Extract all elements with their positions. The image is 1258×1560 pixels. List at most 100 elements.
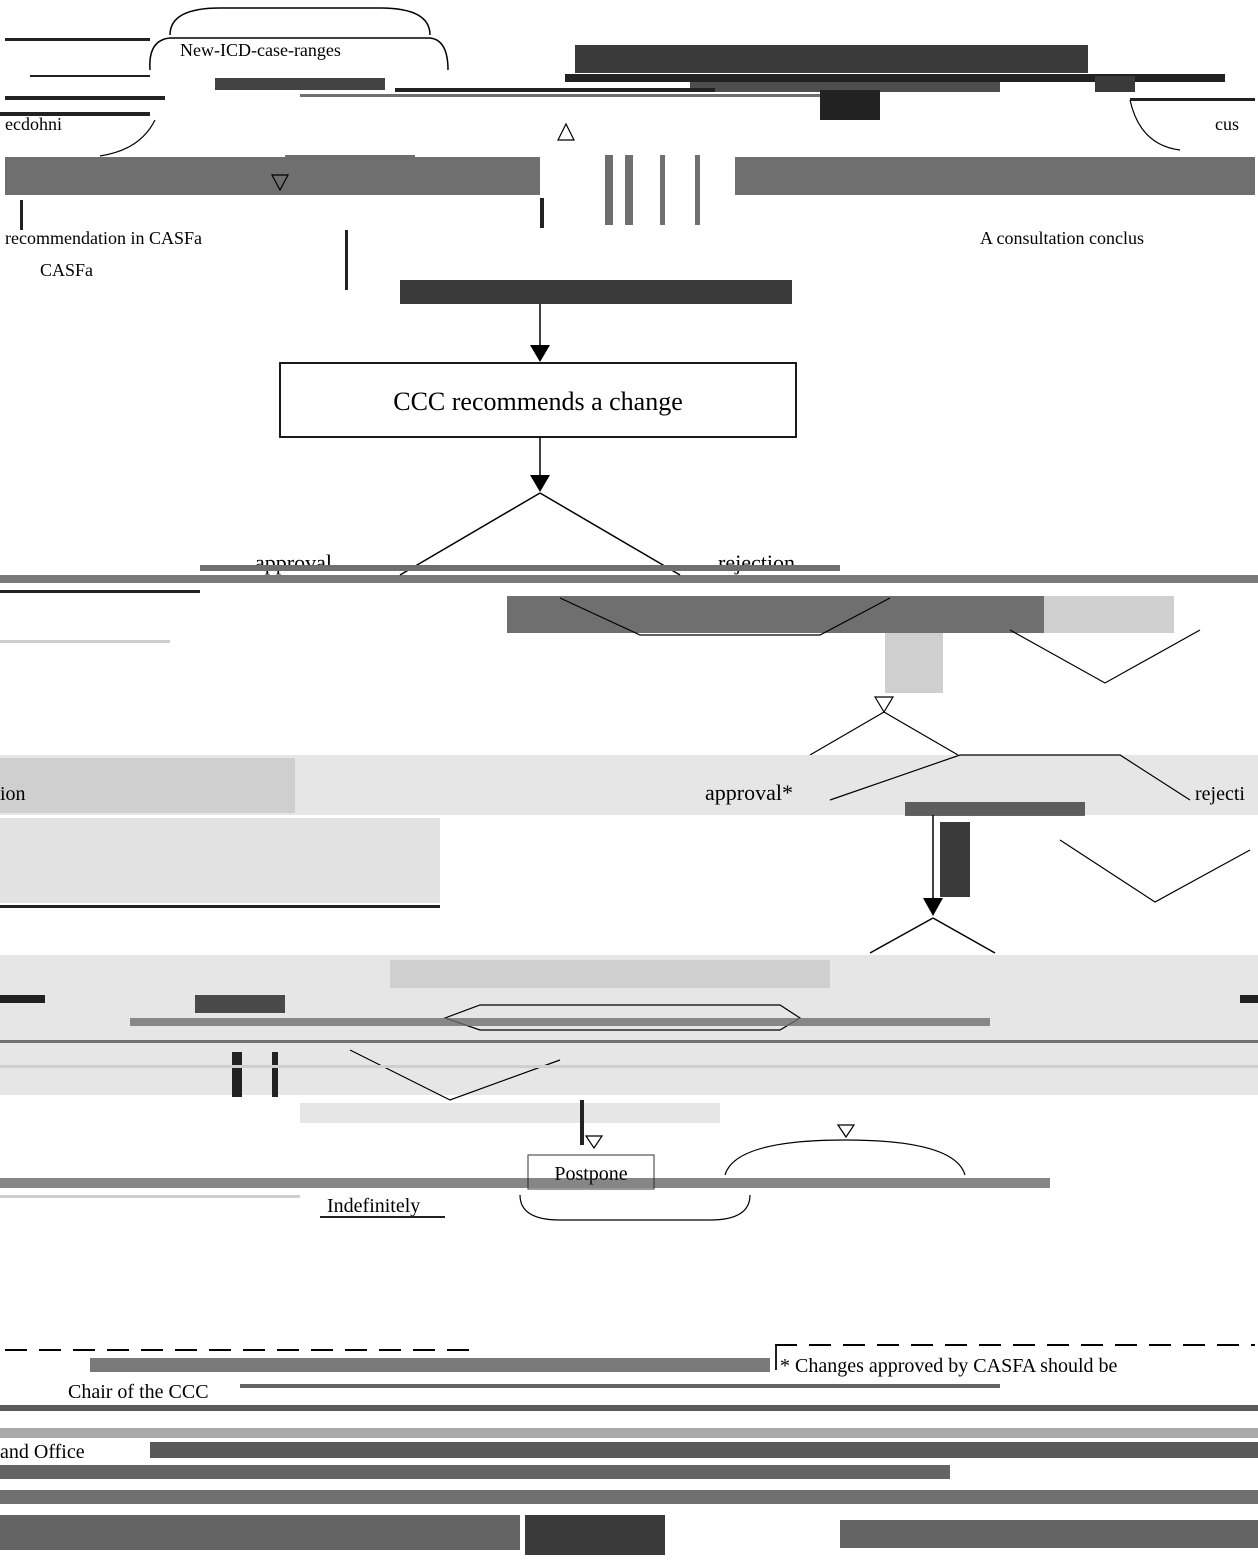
right-terminal-curve: [1129, 99, 1181, 151]
left-column-fragment: ecdohni: [5, 114, 62, 134]
left-mid-fragment: ion: [0, 783, 26, 805]
corrupted-line-l1: [130, 1018, 990, 1026]
corrupted-line-m3: [200, 565, 840, 571]
corrupted-vline-l1: [580, 1100, 584, 1145]
arrow-head-2: [530, 475, 550, 492]
left-terminal-curve: [99, 119, 156, 157]
rejection-label-1: rejection: [718, 550, 795, 575]
corrupted-vbar-1: [605, 155, 613, 225]
corrupted-vline-2: [345, 230, 348, 290]
corrupted-band-m4: [0, 818, 440, 903]
corrupted-line-3: [30, 75, 150, 77]
corrupted-line-m4: [0, 640, 170, 643]
corrupted-block-2: [820, 90, 880, 120]
footnote-office: and Office: [0, 1441, 85, 1463]
arrow-head-4: [923, 898, 943, 916]
corrupted-text-1: [215, 78, 385, 90]
indefinitely-label: Indefinitely: [327, 1195, 420, 1217]
right-paragraph-fragment: A consultation conclus: [980, 228, 1144, 248]
corrupted-line-l3: [0, 1065, 1258, 1068]
corrupted-line-l5: [320, 1216, 445, 1218]
down-arrow-head-left: [271, 174, 289, 192]
corrupted-footnote-9: [525, 1515, 665, 1555]
corrupted-band-m3: [0, 758, 295, 813]
diamond2-top-left: [809, 711, 885, 756]
corrupted-vbar-3: [660, 155, 665, 225]
diamond3-top-left: [869, 917, 934, 954]
corrupted-vbar-2: [625, 155, 633, 225]
arrow-head-5: [584, 1135, 604, 1150]
top-terminal-shape: [169, 7, 431, 36]
corrupted-line-m1: [0, 575, 1258, 583]
arrow-head-3: [873, 696, 895, 714]
corrupted-line-l2: [0, 1040, 1258, 1043]
diamond3-top-right: [932, 917, 996, 954]
corrupted-vblock-1: [940, 822, 970, 897]
footnote-divider: [775, 1345, 777, 1370]
ccc-recommends-label: CCC recommends a change: [393, 387, 683, 416]
corrupted-footnote-10: [840, 1520, 1258, 1548]
corrupted-line-6: [300, 94, 820, 97]
terminal-oval-top: [724, 1139, 966, 1176]
corrupted-footnote-5: [150, 1442, 1258, 1458]
decision-edge-left: [399, 492, 541, 576]
arrow-head-1: [530, 345, 550, 362]
corrupted-line-l4: [0, 1178, 1050, 1188]
middle-band: ion approval* rejecti: [0, 565, 1258, 954]
terminal-oval-bottom: [519, 1194, 751, 1221]
corrupted-bar-1: [575, 45, 1088, 73]
corrupted-line-1: [565, 74, 1225, 82]
arrow-head-6: [836, 1124, 856, 1139]
footnote-star: * Changes approved by CASFA should be: [780, 1355, 1118, 1377]
decision-edge-right: [539, 492, 681, 576]
corrupted-footnote-8: [0, 1515, 520, 1550]
corrupted-block-l2: [1240, 995, 1258, 1003]
diamond2-top-right: [883, 711, 959, 756]
top-band: New-ICD-case-ranges ecdohni cus recommen…: [0, 7, 1255, 290]
corrupted-line-2: [5, 38, 150, 41]
right-mid-fragment: rejecti: [1195, 783, 1245, 805]
corrupted-line-l6: [0, 1195, 300, 1198]
corrupted-vline-3: [540, 198, 544, 228]
approval-label-2: approval*: [705, 780, 793, 805]
corrupted-footnote-7: [0, 1490, 1258, 1504]
ccc-section: CCC recommends a change approval rejecti…: [255, 280, 797, 576]
corrupted-band-2: [285, 155, 415, 163]
corrupted-block-m1: [885, 633, 943, 693]
casfa-label: CASFa: [40, 260, 93, 280]
right-column-fragment: cus: [1215, 114, 1239, 134]
corrupted-band-m1: [507, 596, 1044, 633]
corrupted-footnote-6: [0, 1465, 950, 1479]
corrupted-text-m1: [905, 802, 1085, 816]
corrupted-footnote-3: [0, 1405, 1258, 1411]
corrupted-text-l1: [195, 995, 285, 1013]
corrupted-vbar-4: [695, 155, 700, 225]
footnotes: * Changes approved by CASFA should be Ch…: [0, 1344, 1258, 1555]
top-terminal-outline: [149, 37, 449, 71]
corrupted-line-7: [1130, 98, 1255, 101]
right-diamond2-fragment: [1059, 839, 1251, 903]
corrupted-vline-1: [20, 200, 23, 230]
corrupted-line-8: [0, 112, 150, 116]
corrupted-vbar-l1: [232, 1052, 242, 1097]
right-diamond-fragment: [1009, 629, 1201, 684]
corrupted-line-m5: [0, 905, 440, 908]
footnote-ccc: Chair of the CCC: [68, 1381, 209, 1403]
corrupted-band-3: [735, 157, 1255, 195]
lower-diamond-fragment: [559, 597, 891, 636]
corrupted-footnote-1: [90, 1358, 770, 1372]
corrupted-block-l1: [0, 995, 45, 1003]
corrupted-footnote-2: [240, 1384, 1000, 1388]
ccc-recommends-box: [279, 362, 797, 438]
left-paragraph-fragment: recommendation in CASFa: [5, 228, 202, 248]
lower-band: Postpone Indefinitely: [0, 955, 1258, 1221]
new-case-label: New-ICD-case-ranges: [180, 40, 341, 60]
corrupted-line-4: [395, 88, 715, 92]
diamond2-body: [829, 754, 1191, 801]
corrupted-vbar-l2: [272, 1052, 278, 1097]
corrupted-line-m2: [0, 590, 200, 593]
corrupted-band-l1: [390, 960, 830, 988]
corrupted-block-1: [1095, 76, 1135, 92]
corrupted-band-l2: [300, 1103, 720, 1123]
